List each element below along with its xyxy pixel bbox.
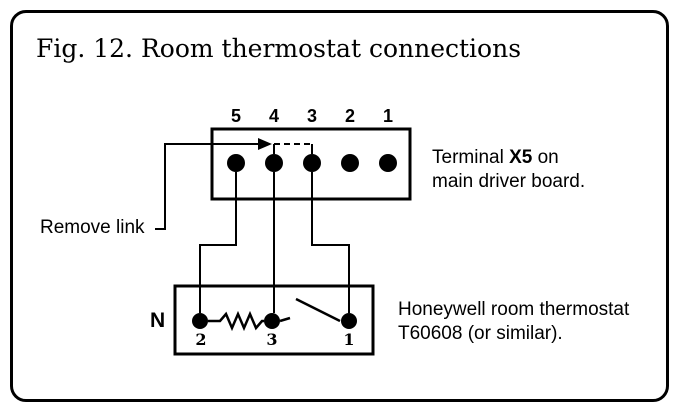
terminal-pin-3-number: 3 [306, 106, 317, 126]
terminal-label-line2: main driver board. [432, 171, 586, 192]
terminal-pin-5 [227, 154, 245, 172]
thermostat-pin-2 [192, 313, 208, 329]
thermostat-pin-3 [264, 313, 280, 329]
figure-frame [10, 10, 669, 402]
neutral-label: N [150, 309, 166, 332]
terminal-label: Terminal X5 on [432, 146, 559, 169]
terminal-label-suffix: on [532, 147, 559, 168]
thermostat-pin-1-number: 1 [343, 330, 355, 349]
terminal-pin-2-number: 2 [344, 106, 355, 126]
wire-5-to-2 [199, 172, 237, 313]
link-jumper [273, 143, 313, 154]
terminal-pin-3 [303, 154, 321, 172]
terminal-label-prefix: Terminal [432, 147, 510, 168]
terminal-pin-1 [379, 154, 397, 172]
terminal-pin-1-number: 1 [382, 106, 393, 126]
thermostat-pin-2-number: 2 [195, 330, 207, 349]
thermostat-label-line2: T60608 (or similar). [398, 323, 563, 344]
terminal-pin-2 [341, 154, 359, 172]
terminal-pin-4-number: 4 [268, 106, 279, 126]
figure-title: Fig. 12. Room thermostat connections [36, 34, 522, 63]
terminal-label-x5: X5 [509, 147, 533, 168]
terminal-pin-5-number: 5 [230, 106, 241, 126]
thermostat-label-line1: Honeywell room thermostat [398, 299, 630, 320]
thermostat-pin-1 [341, 313, 357, 329]
wire-3-to-1 [311, 172, 350, 313]
remove-link-label: Remove link [40, 217, 145, 238]
resistor-symbol [208, 310, 264, 332]
terminal-pin-4 [265, 154, 283, 172]
remove-link-arrow [155, 138, 272, 230]
thermostat-pin-3-number: 3 [266, 330, 278, 349]
switch-symbol [279, 297, 341, 323]
